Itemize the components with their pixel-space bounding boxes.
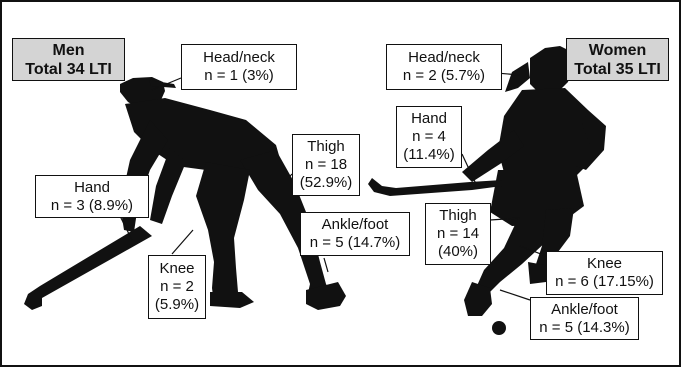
men-knee-count: n = 2 <box>149 278 205 296</box>
women-ankle-foot-count: n = 5 (14.3%) <box>531 319 638 337</box>
women-head-neck-count: n = 2 (5.7%) <box>387 67 501 85</box>
men-title: Men <box>13 41 124 60</box>
women-hand-name: Hand <box>397 110 461 128</box>
women-thigh-count: n = 14 <box>426 225 490 243</box>
men-head-neck-count: n = 1 (3%) <box>182 67 296 85</box>
hockey-ball-icon <box>492 321 506 335</box>
female-player-hockey-stick <box>368 178 502 196</box>
men-label-head-neck: Head/neck n = 1 (3%) <box>181 44 297 90</box>
women-thigh-percent: (40%) <box>426 243 490 261</box>
men-ankle-foot-name: Ankle/foot <box>301 216 409 234</box>
women-title-box: Women Total 35 LTI <box>566 38 669 81</box>
women-ankle-foot-name: Ankle/foot <box>531 301 638 319</box>
leader-line-men-ankle <box>324 258 328 272</box>
women-label-ankle-foot: Ankle/foot n = 5 (14.3%) <box>530 297 639 340</box>
men-knee-name: Knee <box>149 260 205 278</box>
men-total: Total 34 LTI <box>13 60 124 79</box>
women-total: Total 35 LTI <box>567 60 668 79</box>
women-knee-count: n = 6 (17.15%) <box>547 273 662 291</box>
men-thigh-percent: (52.9%) <box>293 174 359 192</box>
women-label-head-neck: Head/neck n = 2 (5.7%) <box>386 44 502 90</box>
male-player-back-shoe <box>210 292 254 308</box>
women-head-neck-name: Head/neck <box>387 49 501 67</box>
men-head-neck-name: Head/neck <box>182 49 296 67</box>
women-thigh-name: Thigh <box>426 207 490 225</box>
women-label-thigh: Thigh n = 14 (40%) <box>425 203 491 265</box>
women-title: Women <box>567 41 668 60</box>
men-title-box: Men Total 34 LTI <box>12 38 125 81</box>
women-label-knee: Knee n = 6 (17.15%) <box>546 251 663 295</box>
men-label-knee: Knee n = 2 (5.9%) <box>148 255 206 319</box>
women-knee-name: Knee <box>547 255 662 273</box>
male-player-hockey-stick <box>24 226 152 310</box>
men-label-thigh: Thigh n = 18 (52.9%) <box>292 134 360 196</box>
women-hand-count: n = 4 <box>397 128 461 146</box>
men-thigh-count: n = 18 <box>293 156 359 174</box>
women-hand-percent: (11.4%) <box>397 146 461 164</box>
men-knee-percent: (5.9%) <box>149 296 205 314</box>
men-hand-count: n = 3 (8.9%) <box>36 197 148 215</box>
female-player-ponytail <box>505 62 530 92</box>
men-label-ankle-foot: Ankle/foot n = 5 (14.7%) <box>300 212 410 256</box>
women-label-hand: Hand n = 4 (11.4%) <box>396 106 462 168</box>
leader-line-women-ankle <box>500 290 530 300</box>
leader-line-men-knee <box>172 230 193 254</box>
men-label-hand: Hand n = 3 (8.9%) <box>35 175 149 218</box>
men-ankle-foot-count: n = 5 (14.7%) <box>301 234 409 252</box>
men-thigh-name: Thigh <box>293 138 359 156</box>
men-hand-name: Hand <box>36 179 148 197</box>
